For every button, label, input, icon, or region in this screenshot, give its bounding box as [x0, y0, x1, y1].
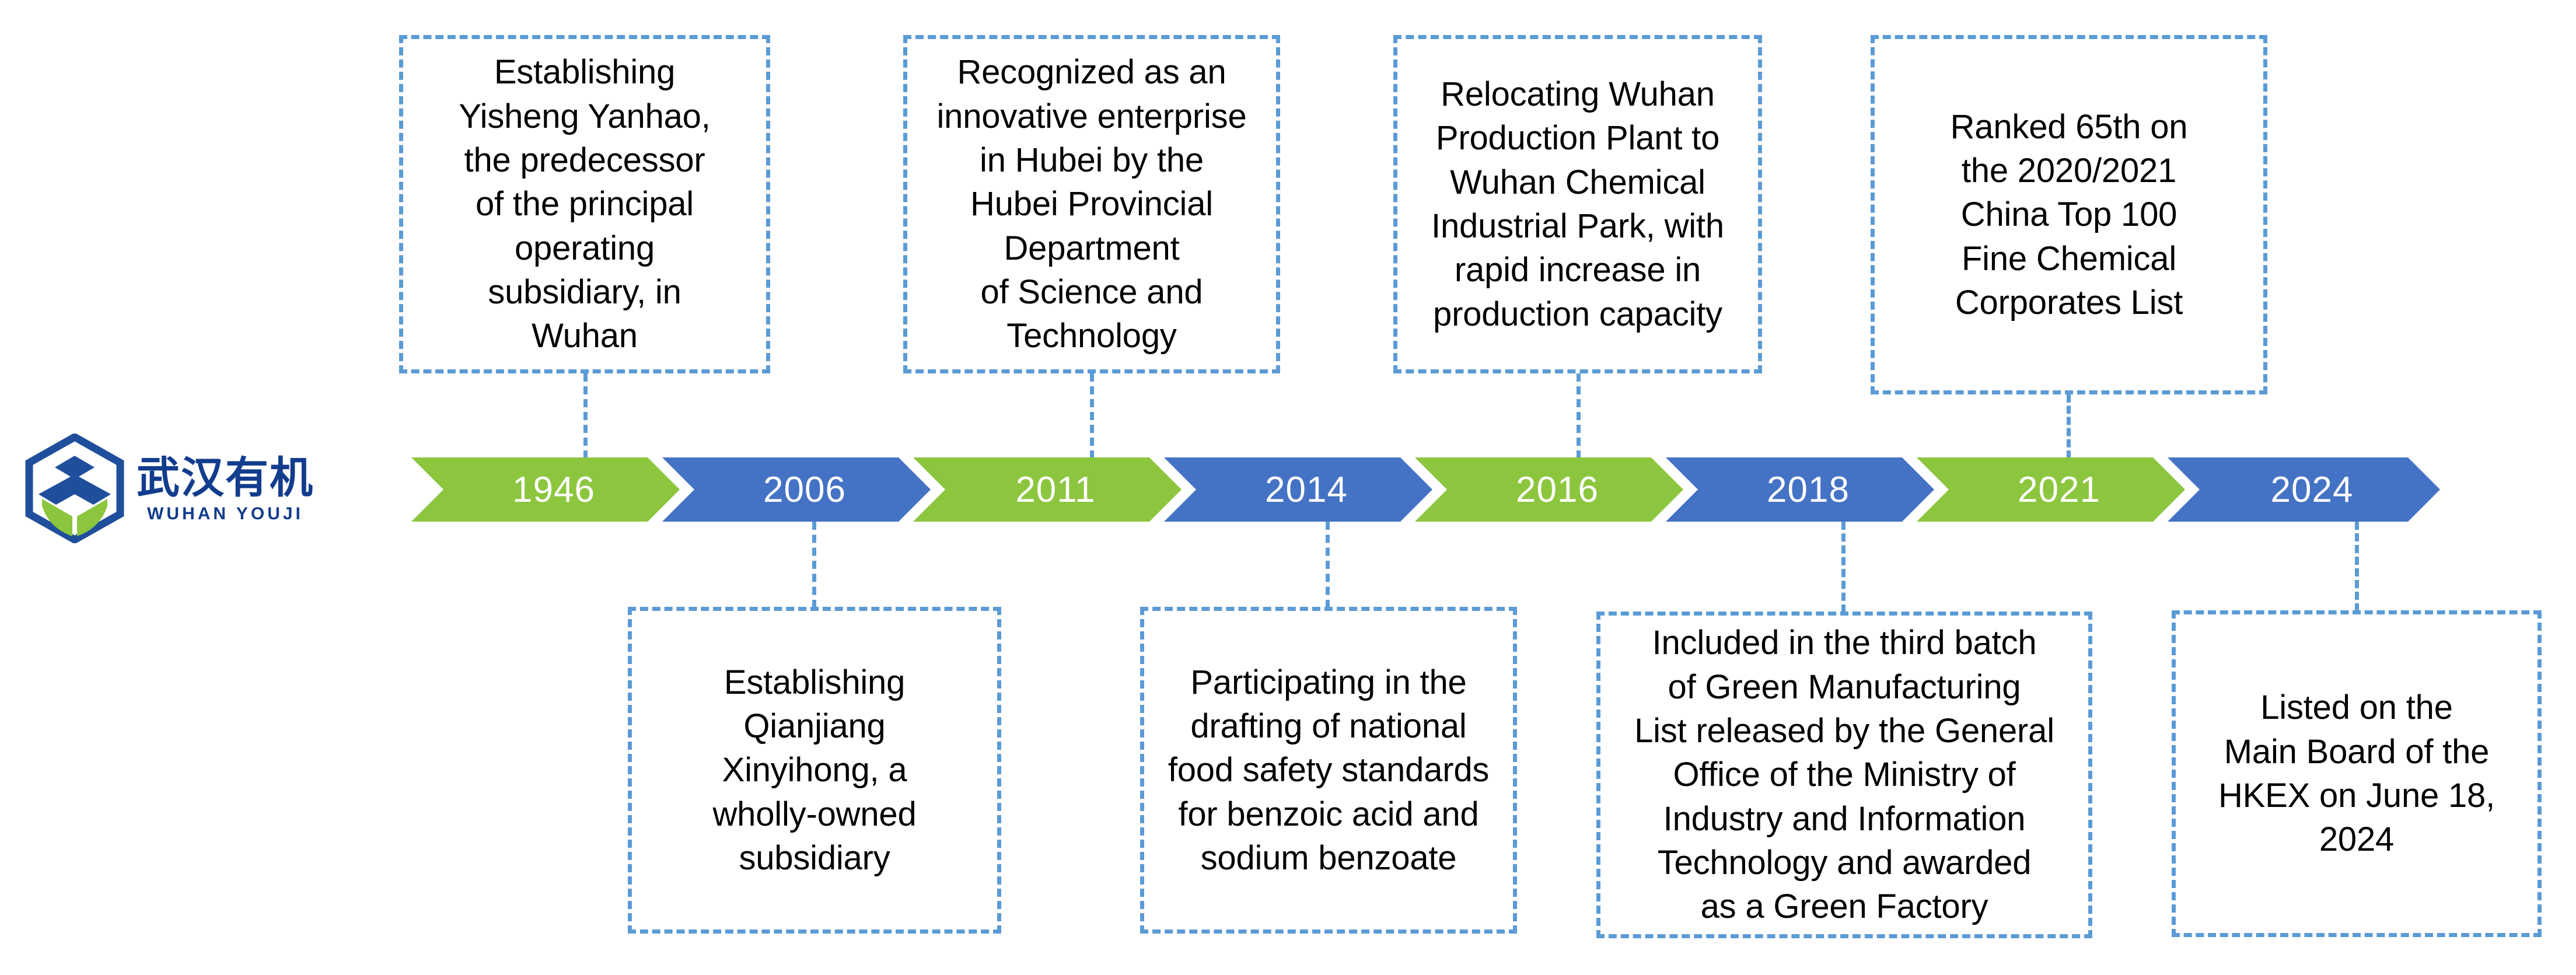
callout-2021[interactable]: Ranked 65th on the 2020/2021 China Top 1… — [1871, 35, 2267, 394]
callout-2016[interactable]: Relocating Wuhan Production Plant to Wuh… — [1393, 35, 1762, 373]
timeline-chevron-2024[interactable]: 2024 — [2168, 457, 2440, 522]
callout-2014[interactable]: Participating in the drafting of nationa… — [1140, 607, 1517, 934]
callout-text-2018: Included in the third batch of Green Man… — [1634, 624, 2054, 926]
callout-1946[interactable]: Establishing Yisheng Yanhao, the predece… — [399, 35, 770, 373]
timeline-chevron-1946[interactable]: 1946 — [411, 457, 680, 522]
timeline-year-2021: 2021 — [2018, 469, 2100, 510]
callout-2011[interactable]: Recognized as an innovative enterprise i… — [903, 35, 1280, 373]
callout-2024[interactable]: Listed on the Main Board of the HKEX on … — [2172, 610, 2542, 937]
callout-2006[interactable]: Establishing Qianjiang Xinyihong, a whol… — [628, 607, 1001, 934]
timeline-chevron-2018[interactable]: 2018 — [1666, 457, 1934, 522]
timeline-year-2018: 2018 — [1767, 469, 1850, 510]
callout-text-1946: Establishing Yisheng Yanhao, the predece… — [459, 53, 711, 355]
connector-2011 — [1090, 373, 1094, 459]
connector-2016 — [1577, 373, 1581, 459]
callout-text-2006: Establishing Qianjiang Xinyihong, a whol… — [712, 663, 917, 878]
connector-2006 — [812, 522, 816, 608]
logo-name-en: WUHAN YOUJI — [147, 504, 303, 523]
connector-1946 — [583, 373, 588, 459]
timeline-year-1946: 1946 — [512, 469, 595, 510]
timeline-chevron-2021[interactable]: 2021 — [1917, 457, 2185, 522]
connector-2018 — [1841, 522, 1846, 613]
timeline-chevron-2006[interactable]: 2006 — [662, 457, 931, 522]
timeline-year-2024: 2024 — [2270, 469, 2354, 510]
company-logo: 武汉有机 WUHAN YOUJI — [22, 432, 384, 546]
callout-text-2014: Participating in the drafting of nationa… — [1168, 663, 1490, 878]
timeline-year-2011: 2011 — [1015, 469, 1096, 510]
callout-text-2024: Listed on the Main Board of the HKEX on … — [2218, 689, 2495, 859]
hexagon-logo-icon — [22, 432, 127, 546]
timeline-chevron-2011[interactable]: 2011 — [913, 457, 1182, 522]
connector-2024 — [2355, 522, 2359, 611]
connector-2021 — [2067, 394, 2071, 459]
timeline-year-2014: 2014 — [1265, 469, 1348, 510]
logo-name-cn: 武汉有机 — [137, 453, 314, 502]
timeline-year-2006: 2006 — [763, 469, 846, 510]
connector-2014 — [1326, 522, 1330, 608]
callout-text-2016: Relocating Wuhan Production Plant to Wuh… — [1431, 75, 1724, 333]
callout-text-2011: Recognized as an innovative enterprise i… — [936, 53, 1247, 355]
logo-wordmark: 武汉有机 WUHAN YOUJI — [137, 456, 314, 523]
callout-text-2021: Ranked 65th on the 2020/2021 China Top 1… — [1950, 107, 2188, 322]
timeline-chevron-2014[interactable]: 2014 — [1164, 457, 1432, 522]
timeline-chevron-2016[interactable]: 2016 — [1415, 457, 1683, 522]
timeline-year-2016: 2016 — [1516, 469, 1599, 510]
callout-2018[interactable]: Included in the third batch of Green Man… — [1596, 611, 2092, 938]
timeline-band: 1946 2006 2011 2014 2016 — [411, 457, 2487, 522]
